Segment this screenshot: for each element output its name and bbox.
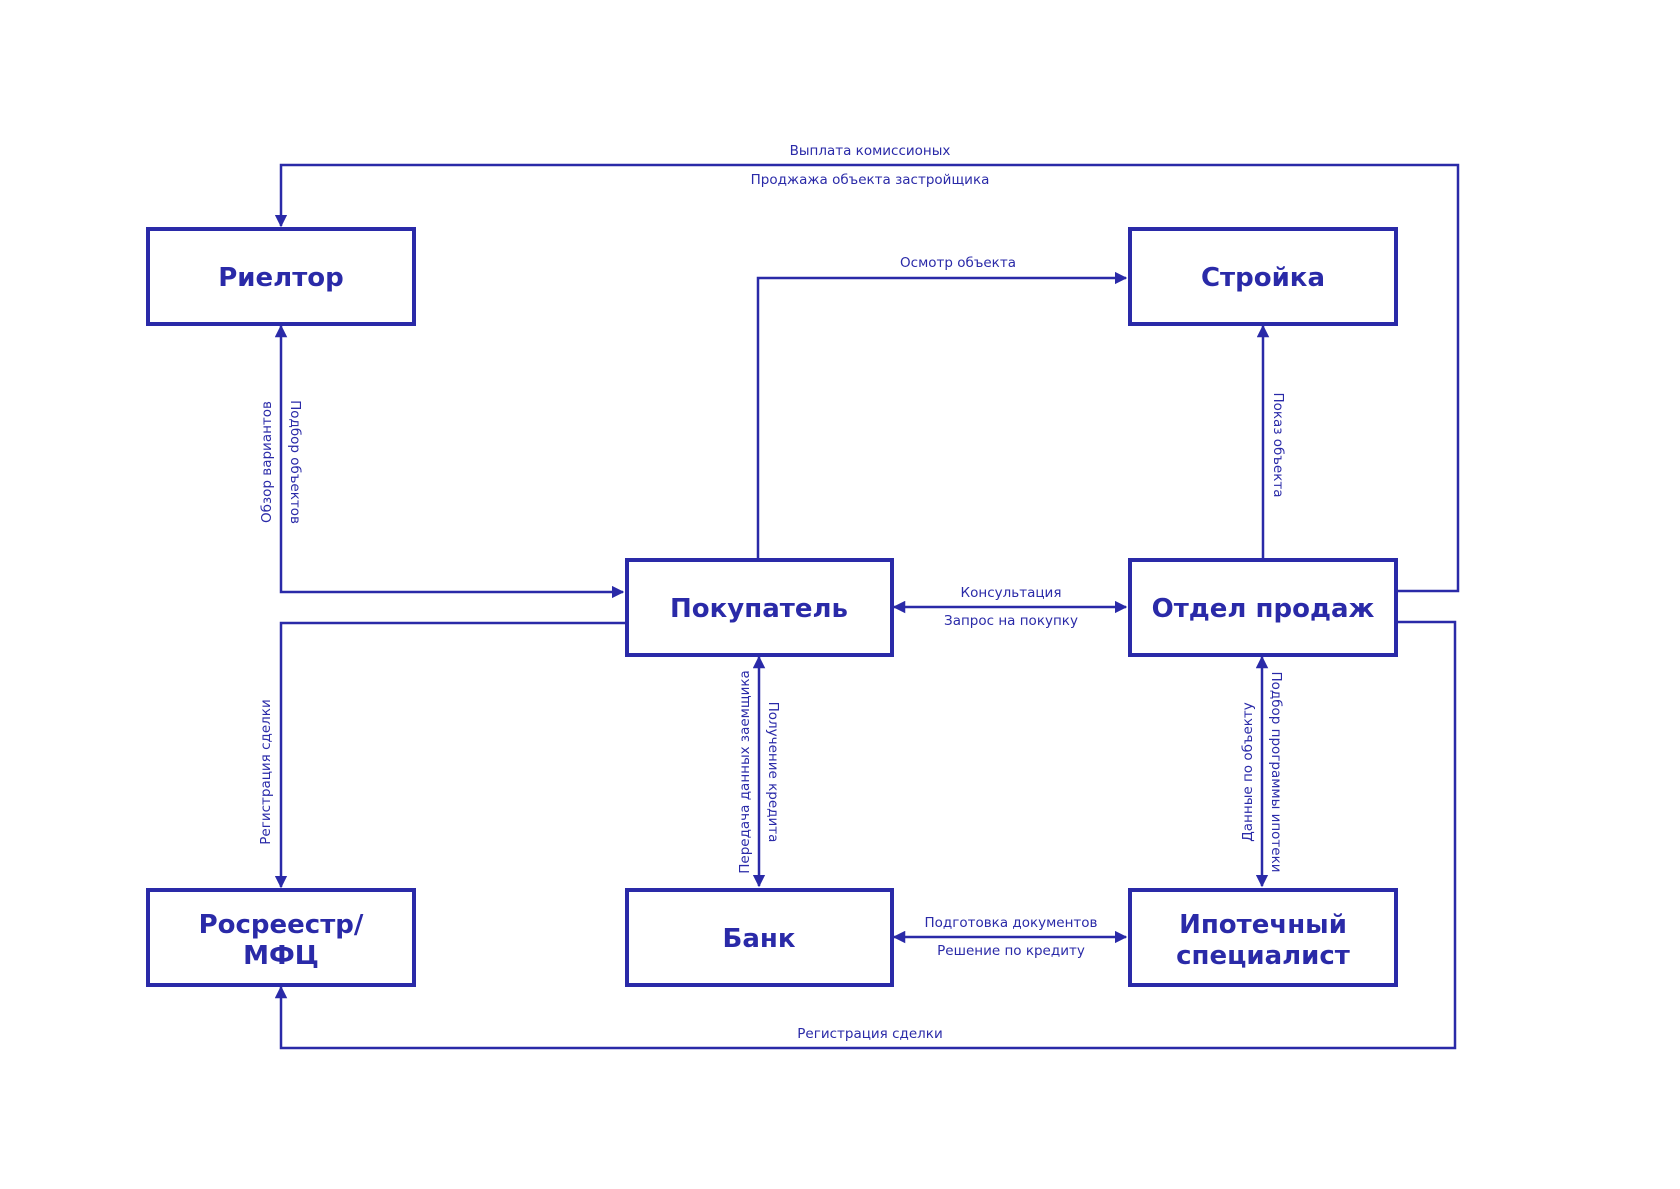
node-realtor-label: Риелтор (218, 263, 344, 293)
edge-buyer-registry-label: Регистрация сделки (258, 699, 274, 844)
edge-consult-label-above: Консультация (961, 585, 1062, 601)
node-construction: Стройка (1128, 227, 1398, 326)
edge-bank-mortgage-label-below: Решение по кредиту (937, 943, 1085, 959)
edge-realtor-buyer-label-left: Обзор вариантов (259, 401, 275, 523)
node-registry-label-line2: МФЦ (243, 941, 319, 971)
edge-sales-registry-label: Регистрация сделки (797, 1026, 942, 1042)
edge-buyer-bank-label-left: Передача данных заемщика (737, 670, 753, 874)
edge-realtor-buyer-label-right: Подбор объектов (287, 400, 303, 524)
edge-commission-label-below: Проджажа объекта застройщика (751, 172, 990, 188)
edge-commission-label-above: Выплата комиссионых (790, 143, 951, 159)
edge-sales-registry (274, 620, 1457, 1050)
node-mortgage-label-line1: Ипотечный (1179, 910, 1347, 940)
edge-consult-label-below: Запрос на покупку (944, 613, 1078, 629)
edge-show-object-label: Показ объекта (1270, 392, 1286, 497)
node-realtor: Риелтор (146, 227, 416, 326)
edge-inspection-label: Осмотр объекта (900, 255, 1016, 271)
edge-sales-mortgage-label-right: Подбор программы ипотеки (1268, 671, 1284, 872)
node-mortgage: Ипотечный специалист (1128, 888, 1398, 987)
node-sales-label: Отдел продаж (1152, 594, 1375, 624)
node-bank-label: Банк (723, 924, 796, 954)
edge-buyer-bank-label-right: Получение кредита (765, 702, 781, 843)
node-construction-label: Стройка (1201, 263, 1325, 293)
edge-bank-mortgage-label-above: Подготовка документов (924, 915, 1097, 931)
node-buyer: Покупатель (625, 558, 894, 657)
node-bank: Банк (625, 888, 894, 987)
node-sales: Отдел продаж (1128, 558, 1398, 657)
node-mortgage-label-line2: специалист (1176, 941, 1350, 971)
edge-commission (274, 163, 1460, 593)
edge-sales-mortgage-label-left: Данные по объекту (1240, 702, 1256, 842)
edge-buyer-registry (274, 621, 625, 889)
edge-realtor-buyer (274, 324, 625, 599)
node-registry-label-line1: Росреестр/ (199, 910, 364, 940)
edge-inspection (756, 271, 1128, 558)
node-registry: Росреестр/ МФЦ (146, 888, 416, 987)
node-buyer-label: Покупатель (670, 594, 848, 624)
